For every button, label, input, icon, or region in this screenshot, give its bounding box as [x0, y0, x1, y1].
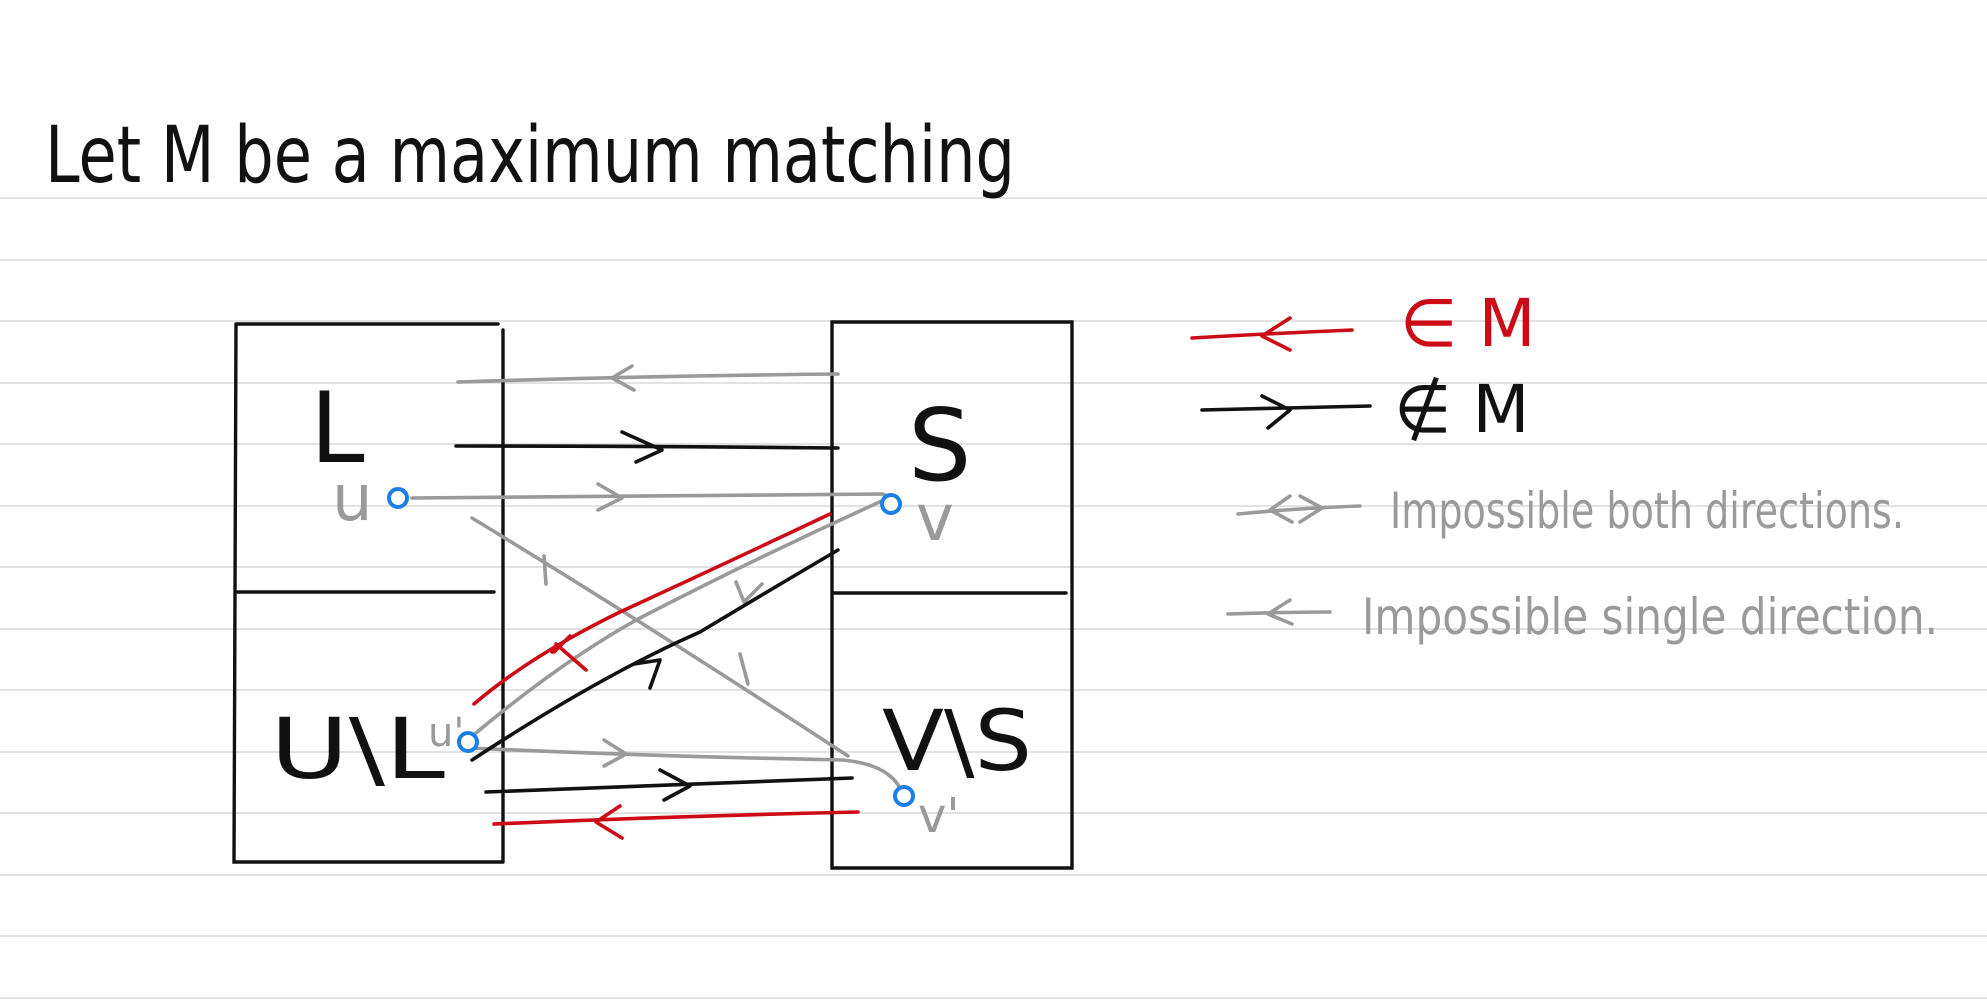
legend-arrowhead-non-matching [1260, 394, 1292, 430]
impossible-edge-u-to-v [410, 492, 894, 500]
vertex-label-v-prime: v' [918, 788, 960, 844]
vertices [387, 487, 915, 807]
legend-arrowhead-matching [1260, 316, 1292, 352]
legend-label-impossible-both: Impossible both directions. [1390, 482, 1904, 540]
arrowhead-right-black-top [620, 430, 664, 464]
arrowhead-red-bottom [594, 804, 624, 840]
arrowhead-cross-upper [542, 554, 548, 586]
matching-edge-bottom [492, 810, 860, 826]
legend-label-matching: ∈ M [1400, 285, 1535, 362]
matching-edges [472, 512, 860, 840]
legend-arrowheads-impossible-both [1268, 494, 1324, 524]
matching-edge-v-to-u-prime [472, 512, 832, 706]
arrowhead-cross-lower [738, 652, 750, 686]
non-matching-edge-u-prime-to-s [470, 548, 840, 762]
left-partition [232, 322, 505, 864]
impossible-edge-v-to-u-prime [468, 498, 886, 740]
page-title: Let M be a maximum matching [45, 111, 1015, 201]
legend-swatch-impossible-single [1226, 610, 1332, 616]
vertex-u-prime [457, 731, 479, 753]
arrowhead-right-black-bottom [658, 768, 692, 802]
impossible-edge-cross-l-to-vs [470, 516, 850, 758]
legend-swatch-impossible-both [1236, 504, 1362, 516]
vertex-label-v: v [916, 482, 954, 556]
arrowhead-diag-gray [734, 580, 764, 604]
vertex-label-u-prime: u' [428, 710, 464, 756]
vertex-v-prime [893, 785, 915, 807]
set-label-v-minus-s: V\S [882, 692, 1032, 790]
set-label-l: L [310, 372, 365, 486]
legend-arrowhead-impossible-single [1266, 598, 1294, 626]
non-matching-edge-bottom [484, 776, 854, 794]
arrowhead-diag-black [632, 658, 662, 690]
legend: ∈ M ∉ M Impossible both directions. Impo… [1190, 285, 1938, 646]
legend-label-non-matching: ∉ M [1394, 371, 1529, 448]
arrowhead-red-diag-top [552, 634, 572, 654]
ruled-lines [0, 197, 1987, 999]
impossible-edges [410, 364, 904, 794]
right-partition [830, 320, 1074, 870]
arrowhead-bottom-gray [602, 738, 628, 768]
set-label-s: S [908, 387, 971, 504]
non-matching-edge-l-to-s [454, 444, 840, 450]
vertex-v [880, 493, 902, 515]
non-matching-edges [454, 430, 854, 802]
vertex-u [387, 487, 409, 509]
legend-label-impossible-single: Impossible single direction. [1362, 588, 1938, 646]
arrowhead-right-gray [596, 482, 624, 512]
vertex-label-u: u [332, 462, 373, 536]
impossible-edge-s-to-l [456, 372, 840, 384]
set-label-u-minus-l: U\L [270, 700, 445, 798]
impossible-edge-u-prime-to-v-prime [468, 746, 904, 794]
arrowhead-left-gray [610, 364, 636, 392]
